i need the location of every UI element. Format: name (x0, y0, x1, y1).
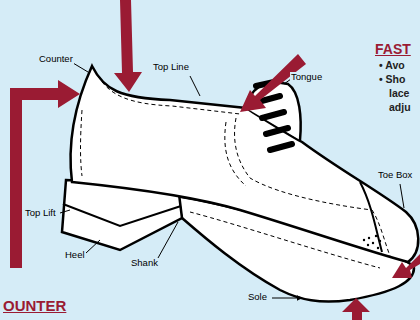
stitching (225, 122, 246, 186)
section-heading: FAST (374, 42, 412, 57)
leader-line (60, 63, 404, 298)
part-name: Toe Box (377, 170, 413, 180)
toe-cap (360, 182, 382, 252)
part-name: Heel (64, 250, 86, 260)
stitching (235, 118, 372, 210)
part-name: Top Lift (24, 208, 57, 218)
bullet-text: • Avo (378, 60, 406, 72)
part-name: Counter (38, 54, 74, 64)
tongue (246, 82, 301, 140)
stitching (81, 110, 83, 176)
upper (71, 66, 419, 262)
part-name: Shank (130, 258, 159, 268)
stitching (98, 76, 240, 114)
section-heading: OUNTER (2, 298, 67, 315)
part-name: Tongue (290, 72, 323, 82)
pointer-arrow (10, 0, 420, 320)
perforations (363, 235, 381, 249)
part-name: Top Line (152, 62, 190, 72)
bullet-text: lace (388, 88, 410, 100)
bullet-text: • Sho (378, 74, 406, 86)
bullet-text: adju (388, 102, 412, 114)
top-lift-line (63, 204, 181, 226)
part-name: Sole (247, 292, 268, 302)
